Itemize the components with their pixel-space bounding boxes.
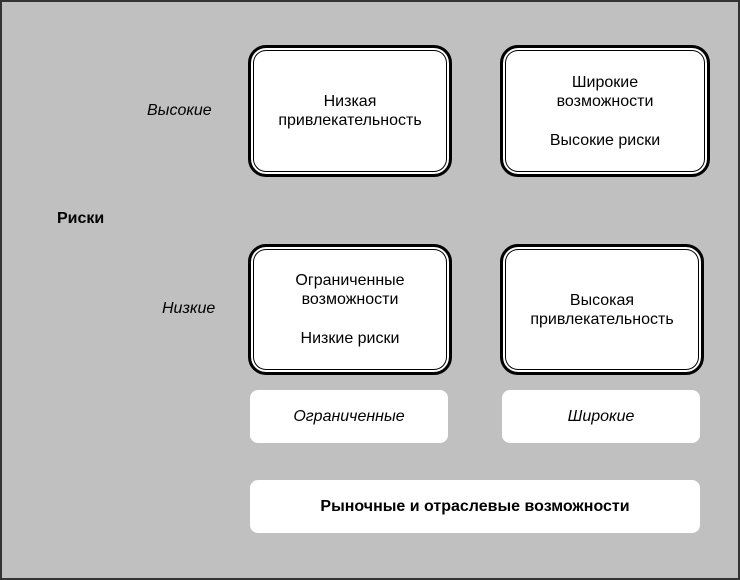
y-axis-high-label: Высокие xyxy=(147,102,212,119)
quadrant-text: Широкие xyxy=(571,73,639,91)
quadrant-low-attractiveness: Низкая привлекательность xyxy=(248,45,452,177)
quadrant-wide-opportunities-high-risk: Широкие возможности Высокие риски xyxy=(500,45,710,177)
quadrant-text: привлекательность xyxy=(278,112,422,129)
x-axis-wide-label: Широкие xyxy=(502,390,700,443)
quadrant-text: привлекательность xyxy=(530,310,674,328)
quadrant-text: возможности xyxy=(556,92,654,110)
quadrant-text: Ограниченные xyxy=(295,272,405,289)
y-axis-low-label: Низкие xyxy=(162,300,216,317)
quadrant-text: Низкая xyxy=(323,93,377,110)
quadrant-text: Высокие риски xyxy=(549,131,661,149)
quadrant-text: возможности xyxy=(301,291,399,308)
quadrant-text: Высокая xyxy=(569,291,635,309)
x-axis-limited-label: Ограниченные xyxy=(250,390,448,443)
x-axis-title: Рыночные и отраслевые возможности xyxy=(250,480,700,533)
quadrant-high-attractiveness: Высокая привлекательность xyxy=(500,244,704,375)
y-axis-title: Риски xyxy=(57,210,105,227)
quadrant-limited-opportunities-low-risk: Ограниченные возможности Низкие риски xyxy=(248,244,452,375)
quadrant-text: Низкие риски xyxy=(300,330,400,347)
